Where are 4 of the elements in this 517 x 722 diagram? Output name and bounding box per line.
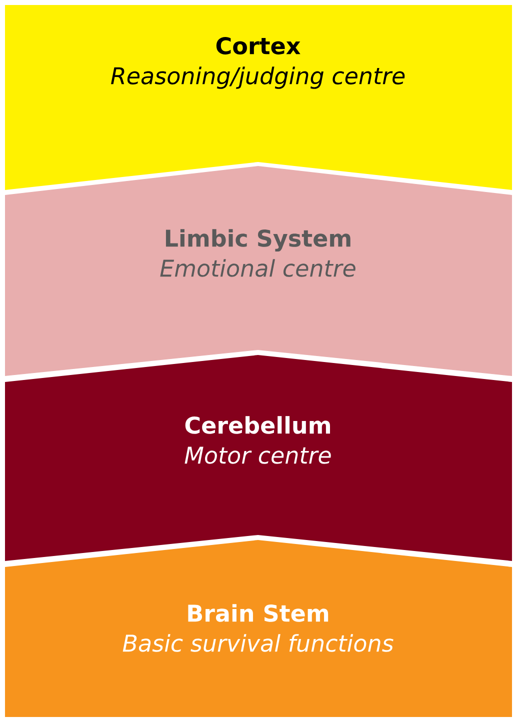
brain-region-band: Cerebellum Motor centre [5, 355, 512, 561]
brain-region-band: Cortex Reasoning/judging centre [5, 5, 512, 190]
brain-region-band: Limbic System Emotional centre [5, 166, 512, 376]
brain-region-band: Brain Stem Basic survival functions [5, 540, 512, 717]
